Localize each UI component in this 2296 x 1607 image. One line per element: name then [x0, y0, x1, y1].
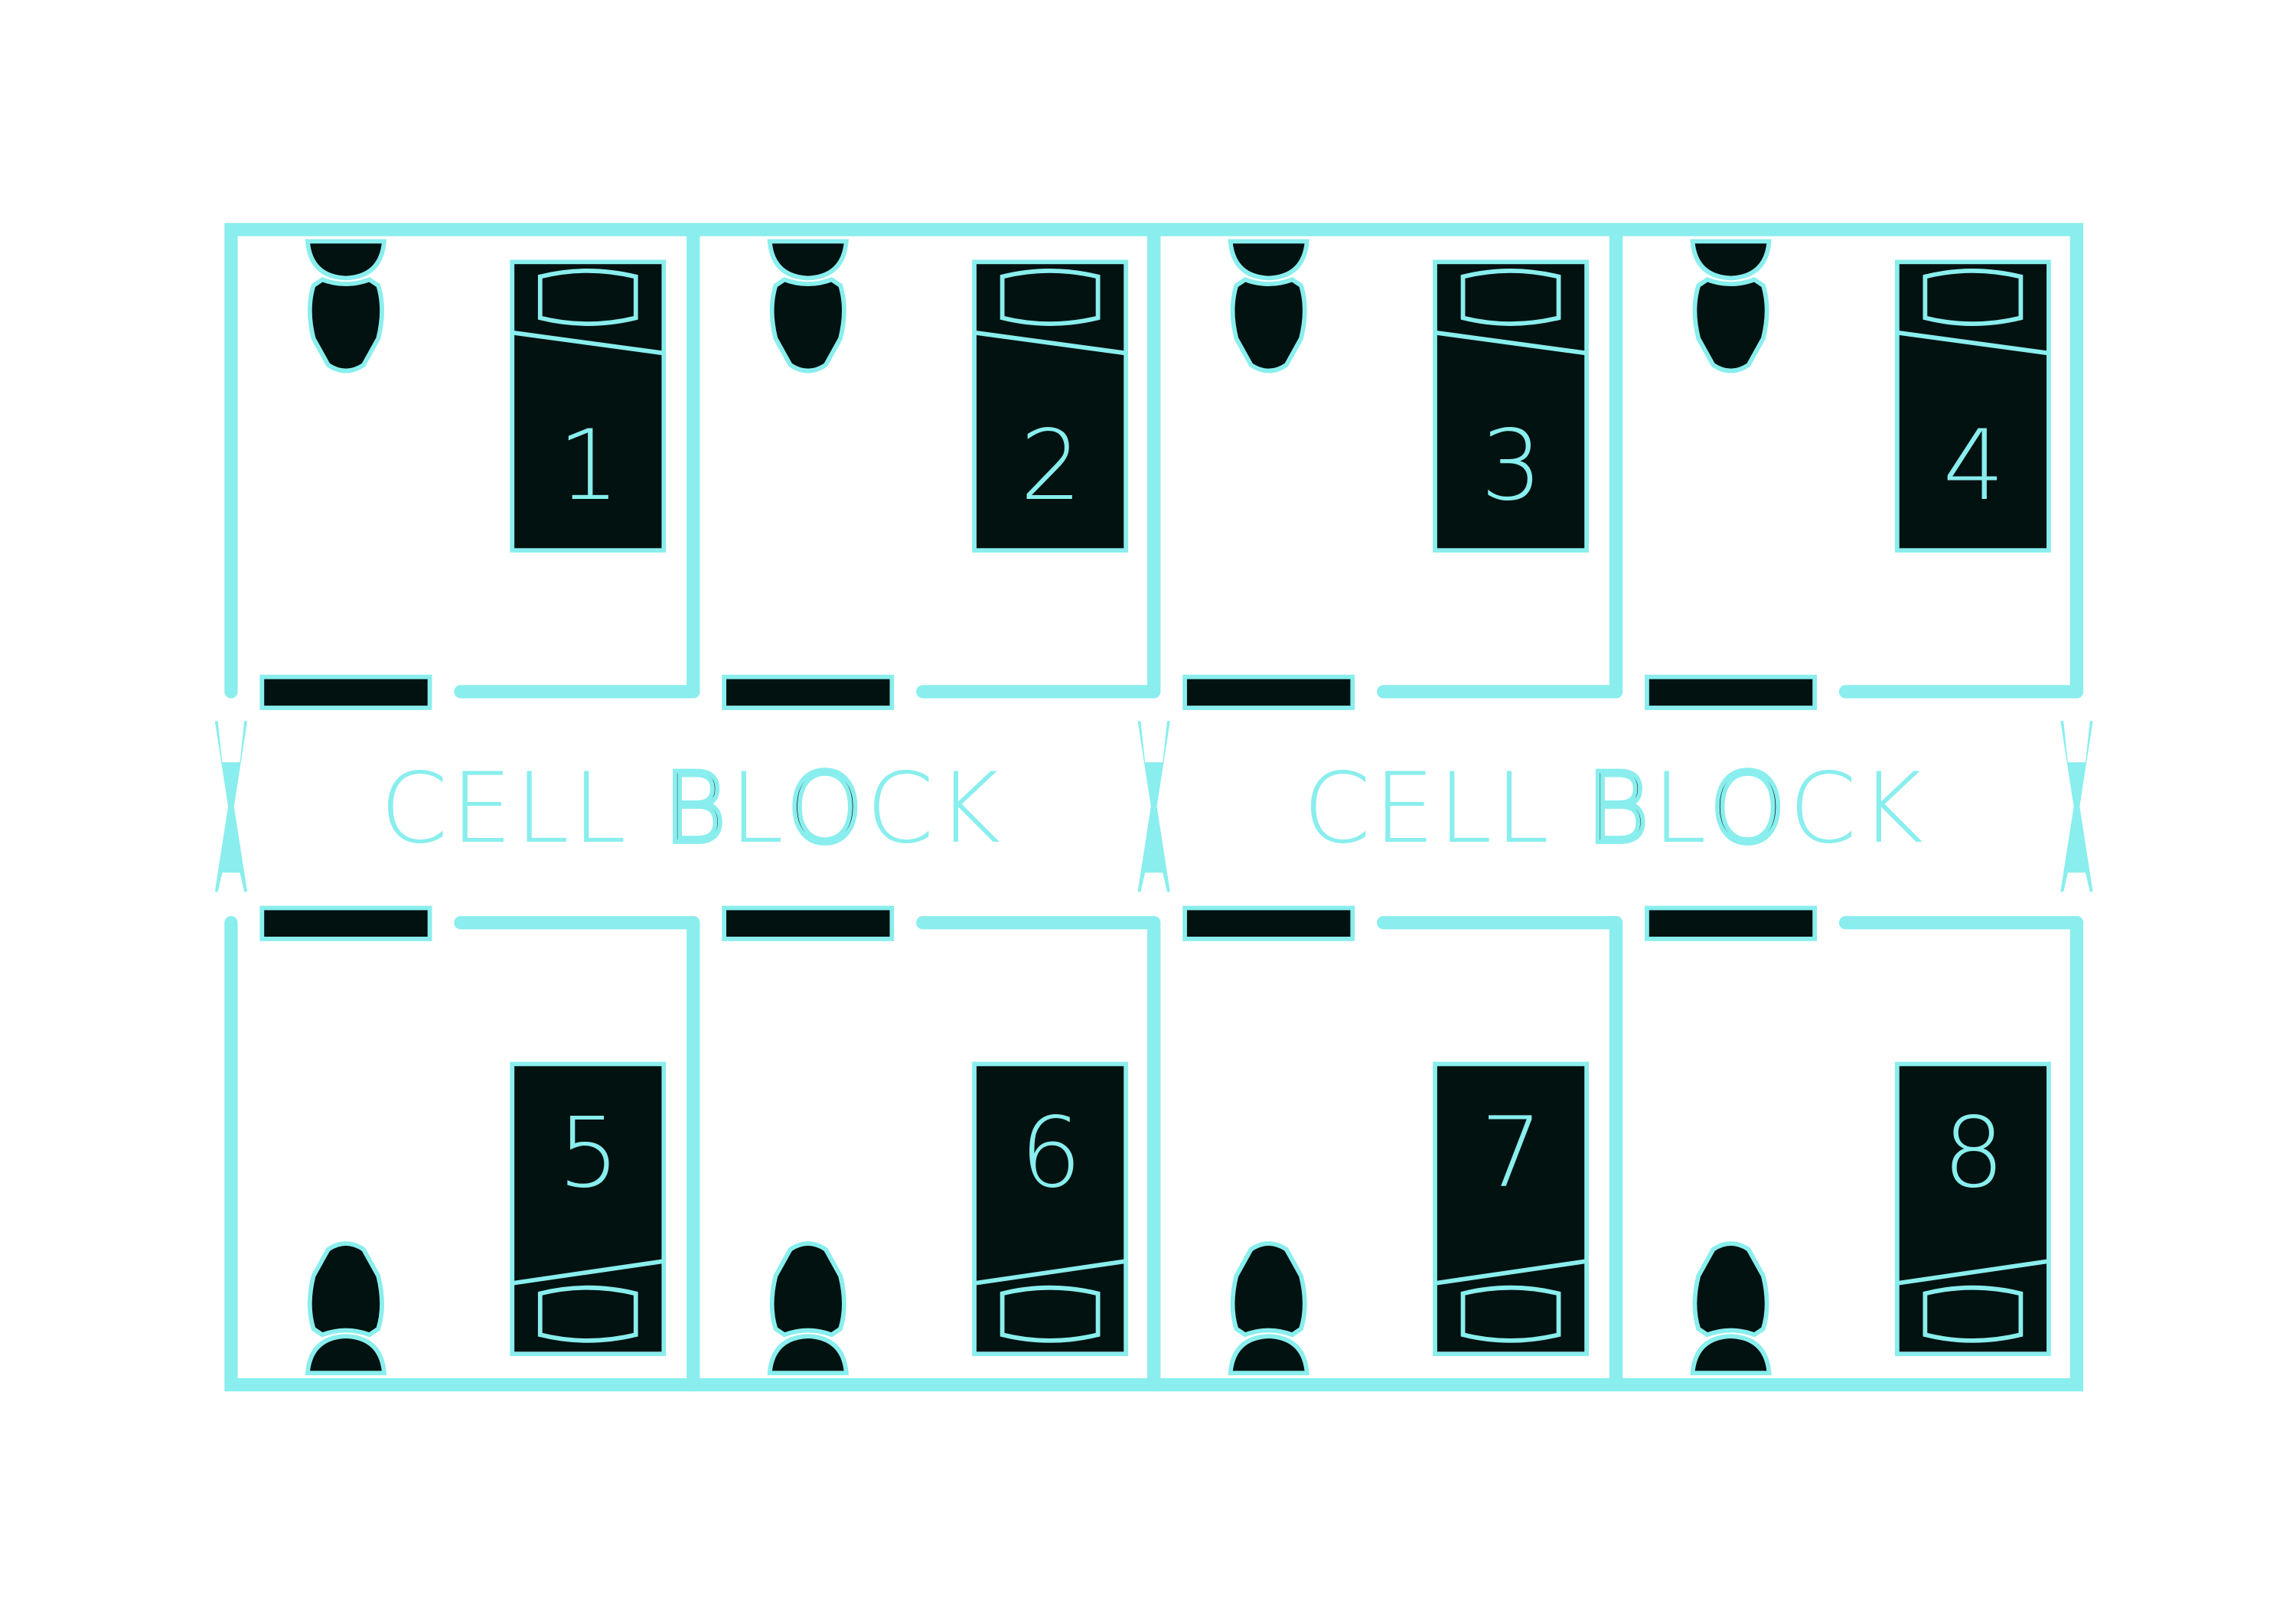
toilet-icon [767, 239, 849, 373]
pillow [1923, 268, 2024, 326]
cell-door-bar [1182, 674, 1355, 710]
toilet-bowl [769, 277, 846, 373]
toilet-tank [305, 1334, 387, 1376]
label-text-part: CK [866, 751, 1004, 865]
label-letter-o: O [1710, 751, 1789, 865]
toilet-bowl [307, 1241, 384, 1338]
toilet-bowl [307, 277, 384, 373]
walls [224, 223, 2084, 1392]
toilet-tank [1690, 239, 1772, 281]
pillow [1923, 1285, 2024, 1343]
label-text-part: CELL [380, 751, 664, 865]
cell-door-bar [259, 905, 432, 941]
toilet-tank [767, 1334, 849, 1376]
bed-sheet-fold [1434, 1259, 1587, 1286]
toilet-tank [305, 239, 387, 281]
cell-number: 4 [1942, 409, 2004, 522]
toilet-bowl [1692, 277, 1769, 373]
label-text-part: CK [1789, 751, 1926, 865]
pillow [537, 268, 638, 326]
corridor-label-right: CELL BLOCK [1303, 751, 1926, 865]
label-text-part: L [1652, 751, 1710, 865]
pillow [1000, 1285, 1101, 1343]
cell-7: 7 [1182, 905, 1589, 1376]
toilet-icon [1690, 1241, 1772, 1376]
hourglass-marker-icon [214, 721, 248, 892]
cell-number: 7 [1481, 1096, 1543, 1209]
toilet-bowl [1230, 1241, 1307, 1338]
toilet-bowl [1230, 277, 1307, 373]
cell-door-bar [259, 674, 432, 710]
cell-door-bar [1182, 905, 1355, 941]
cell-1: 1 [259, 239, 667, 710]
cell-door-bar [1645, 674, 1818, 710]
cell-8: 8 [1645, 905, 2051, 1376]
label-letter-b: B [1586, 751, 1652, 865]
label-letter-o: O [787, 751, 866, 865]
toilet-bowl [1692, 1241, 1769, 1338]
toilet-tank [1228, 1334, 1309, 1376]
hourglass-marker-icon [2060, 721, 2093, 892]
cell-number: 3 [1481, 409, 1543, 522]
label-text-part: L [729, 751, 787, 865]
pillow [1000, 268, 1101, 326]
toilet-tank [1690, 1334, 1772, 1376]
corridor-label-left: CELL BLOCK [380, 751, 1004, 865]
toilet-icon [767, 1241, 849, 1376]
bed-sheet-fold [1434, 330, 1587, 356]
toilet-icon [1690, 239, 1772, 373]
cell-2: 2 [722, 239, 1129, 710]
cell-4: 4 [1645, 239, 2051, 710]
label-letter-b: B [663, 751, 729, 865]
cell-3: 3 [1182, 239, 1589, 710]
cell-number: 6 [1020, 1096, 1082, 1209]
corridor-markers [214, 721, 2093, 892]
bed-sheet-fold [974, 330, 1127, 356]
cell-door-bar [722, 674, 895, 710]
cell-number: 5 [558, 1096, 620, 1209]
cell-door-bar [722, 905, 895, 941]
cell-5: 5 [259, 905, 667, 1376]
cells: 1 2 3 4 5 6 7 8 [259, 239, 2051, 1376]
toilet-bowl [769, 1241, 846, 1338]
toilet-icon [305, 1241, 387, 1376]
bed-sheet-fold [511, 330, 664, 356]
toilet-icon [305, 239, 387, 373]
bed-sheet-fold [974, 1259, 1127, 1286]
cell-number: 8 [1942, 1096, 2004, 1209]
cell-door-bar [1645, 905, 1818, 941]
cell-6: 6 [722, 905, 1129, 1376]
bed-sheet-fold [1896, 1259, 2050, 1286]
bed-sheet-fold [511, 1259, 664, 1286]
cell-number: 1 [558, 409, 620, 522]
pillow [537, 1285, 638, 1343]
cell-number: 2 [1020, 409, 1082, 522]
bed-sheet-fold [1896, 330, 2050, 356]
label-text-part: CELL [1303, 751, 1586, 865]
hourglass-marker-icon [1137, 721, 1170, 892]
pillow [1460, 268, 1561, 326]
pillow [1460, 1285, 1561, 1343]
toilet-tank [767, 239, 849, 281]
toilet-tank [1228, 239, 1309, 281]
toilet-icon [1228, 239, 1309, 373]
toilet-icon [1228, 1241, 1309, 1376]
